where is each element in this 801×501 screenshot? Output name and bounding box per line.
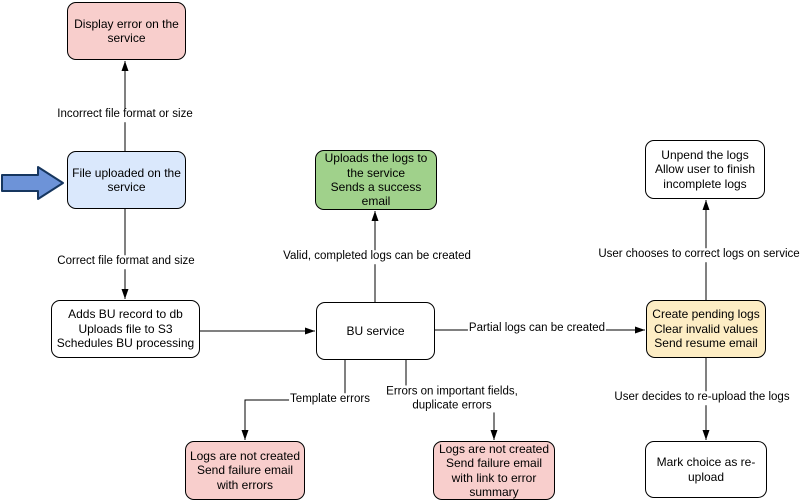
node-text: Allow user to finish incomplete logs bbox=[654, 162, 756, 191]
node-bu-service: BU service bbox=[316, 302, 435, 360]
node-text: Create pending logs bbox=[652, 307, 760, 322]
node-text: Send resume email bbox=[654, 336, 758, 351]
edge-label-valid-logs: Valid, completed logs can be created bbox=[282, 250, 472, 264]
edge-label-correct-format: Correct file format and size bbox=[56, 255, 196, 269]
node-text: Logs are not created bbox=[438, 441, 550, 456]
edge-label-user-decides: User decides to re-upload the logs bbox=[613, 391, 791, 405]
node-text: Send failure email with errors bbox=[196, 463, 294, 492]
node-text: Display error on the service bbox=[74, 16, 179, 45]
node-text: File uploaded on the service bbox=[72, 165, 181, 194]
node-text: Schedules BU processing bbox=[56, 336, 195, 351]
node-text: Logs are not created bbox=[189, 448, 301, 463]
node-text: Mark choice as re-upload bbox=[656, 455, 756, 484]
node-text: Send failure email with link to error su… bbox=[445, 456, 543, 499]
edge-label-incorrect-format: Incorrect file format or size bbox=[56, 108, 194, 122]
node-display-error: Display error on the service bbox=[67, 2, 186, 60]
edge-label-user-chooses: User chooses to correct logs on service bbox=[597, 248, 801, 262]
node-file-uploaded: File uploaded on the service bbox=[67, 151, 186, 209]
start-arrow-icon bbox=[1, 166, 64, 200]
node-text: Uploads the logs to the service bbox=[324, 151, 428, 180]
node-text: Adds BU record to db bbox=[68, 307, 183, 322]
edge-label-partial-logs: Partial logs can be created bbox=[467, 322, 607, 336]
node-unpend-logs: Unpend the logs Allow user to finish inc… bbox=[645, 140, 765, 199]
node-create-pending-logs: Create pending logs Clear invalid values… bbox=[646, 300, 766, 358]
node-text: Uploads file to S3 bbox=[78, 321, 173, 336]
node-mark-reupload: Mark choice as re-upload bbox=[645, 441, 767, 498]
node-text: Unpend the logs bbox=[661, 147, 749, 162]
edge-label-template-errors: Template errors bbox=[289, 393, 371, 407]
node-upload-success: Uploads the logs to the service Sends a … bbox=[315, 150, 437, 210]
node-text: Sends a success email bbox=[330, 180, 422, 209]
node-logs-not-created-template: Logs are not created Send failure email … bbox=[185, 441, 305, 500]
node-logs-not-created-fields: Logs are not created Send failure email … bbox=[433, 441, 555, 500]
node-text: BU service bbox=[346, 323, 405, 338]
node-text: Clear invalid values bbox=[653, 321, 759, 336]
node-adds-bu-record: Adds BU record to db Uploads file to S3 … bbox=[51, 300, 200, 358]
edge-label-field-errors: Errors on important fields, duplicate er… bbox=[381, 385, 523, 413]
